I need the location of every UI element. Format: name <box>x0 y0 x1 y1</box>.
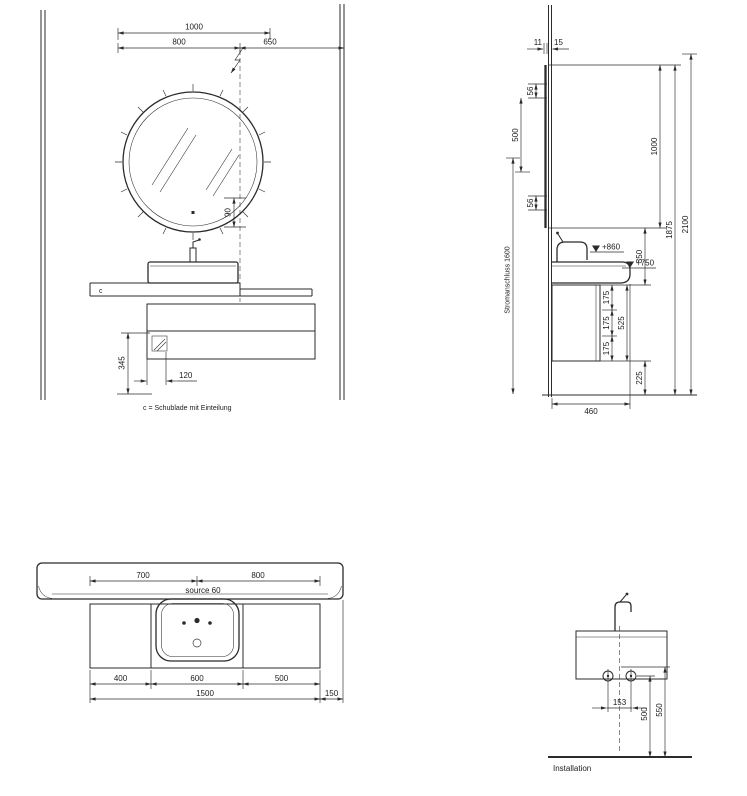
tap-hole <box>182 621 186 625</box>
dim-label: 153 <box>613 698 627 707</box>
dim-label: 500 <box>275 674 289 683</box>
level-marker-860: +860 <box>590 243 624 253</box>
dimensions-side-top: 11 15 <box>527 38 569 54</box>
dimensions-front: 1000 800 650 90 345 120 <box>117 23 345 395</box>
mirror-reflection-hatch <box>151 127 240 197</box>
dim-label: 460 <box>584 407 598 416</box>
dim-label: 1000 <box>650 137 659 155</box>
dim-label: 175 <box>602 316 611 330</box>
mirror-light-dot <box>191 211 195 214</box>
dim-label: 56 <box>526 198 535 207</box>
electrical-connection-icon <box>230 47 244 74</box>
dim-label: 11 <box>534 38 543 47</box>
dim-label: 550 <box>655 703 664 717</box>
side-elevation-view: 11 15 56 500 56 Stromanschluss 1600 <box>505 5 697 416</box>
tap-hole <box>194 617 200 624</box>
cabinet-plan <box>89 603 321 669</box>
dimensions-install: 153 500 550 <box>592 666 670 758</box>
dim-label: 350 <box>635 249 644 263</box>
dim-label: 400 <box>114 674 128 683</box>
plan-view: 700 800 source 60 400 600 500 1500 150 <box>36 562 344 703</box>
dim-label: 650 <box>263 38 277 47</box>
dimension-side-depth: 460 <box>551 284 631 416</box>
dim-label: 1875 <box>665 221 674 239</box>
wall-side <box>548 5 552 397</box>
washbasin-front <box>147 261 239 284</box>
dim-label: 1000 <box>185 23 203 32</box>
dim-label: 15 <box>554 38 563 47</box>
dim-label: 525 <box>617 316 626 330</box>
power-connection-label: Stromanschluss 1600 <box>505 246 512 313</box>
console-shelf: c <box>89 282 313 297</box>
dim-label: 345 <box>118 356 127 370</box>
wall-left <box>40 10 46 400</box>
drawer-note: c = Schublade mit Einteilung <box>143 405 232 412</box>
dimensions-plan-top: 700 800 source 60 <box>89 571 321 595</box>
dim-label: 175 <box>602 290 611 304</box>
mirror <box>115 84 271 240</box>
dim-label: 90 <box>224 208 233 217</box>
view-title: Installation <box>553 764 591 773</box>
dim-label: 500 <box>511 128 520 142</box>
faucet-front <box>189 238 201 263</box>
product-label: source 60 <box>185 586 221 595</box>
dim-label: 800 <box>172 38 186 47</box>
faucet-install <box>614 592 632 631</box>
dim-label: 1500 <box>196 689 214 698</box>
dim-label: 56 <box>526 86 535 95</box>
dim-label: 800 <box>251 571 265 580</box>
front-elevation-view: c 1000 800 650 90 <box>40 4 345 412</box>
water-connections <box>602 669 637 683</box>
dim-label: 700 <box>136 571 150 580</box>
wall-right <box>339 4 345 400</box>
siphon-cutout-icon <box>151 335 168 352</box>
cabinet-side <box>551 284 601 362</box>
washbasin-plan <box>155 598 240 662</box>
mirror-light-rays <box>115 84 271 240</box>
basin-front-install <box>575 630 668 680</box>
dimensions-side-right: 175 175 175 525 350 225 1000 1875 2100 <box>548 53 697 396</box>
dimensions-plan-bottom: 400 600 500 1500 150 <box>89 600 344 703</box>
dim-label: 2100 <box>681 215 690 233</box>
dim-label: 600 <box>190 674 204 683</box>
dim-label: 120 <box>179 371 193 380</box>
drain-hole <box>192 638 202 648</box>
washbasin-side <box>552 261 631 284</box>
dim-label: 150 <box>325 689 339 698</box>
drawer-cabinet <box>146 303 316 360</box>
dim-label: 175 <box>602 341 611 355</box>
dim-label: 500 <box>640 707 649 721</box>
console-label-c: c <box>99 288 103 295</box>
level-label: +860 <box>602 243 621 252</box>
dimensions-side-left: 56 500 56 Stromanschluss 1600 <box>505 83 547 395</box>
dim-label: 225 <box>635 371 644 385</box>
faucet-side <box>556 231 588 262</box>
tap-hole <box>208 621 212 625</box>
installation-view: 153 500 550 Installation <box>548 592 692 773</box>
